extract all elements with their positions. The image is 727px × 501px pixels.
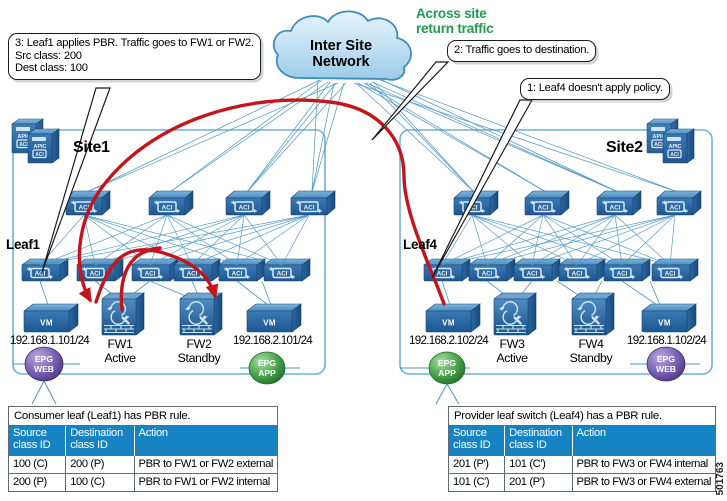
site2-vm-app — [425, 303, 481, 333]
site2-fw3-label: FW3 Active — [486, 337, 538, 365]
site2-title: Site2 — [606, 139, 643, 156]
epg-table-connectors — [31, 380, 460, 405]
site2-leaf-label: Leaf4 — [403, 237, 437, 252]
cloud-label-line-2: Network — [312, 54, 370, 70]
consumer-r1-source: 100 (C) — [9, 454, 67, 474]
figure-document-number: 501763 — [715, 461, 726, 495]
callout-step-2: 2: Traffic goes to destination. — [447, 40, 597, 62]
callout-step-2-line-1: 2: Traffic goes to destination. — [454, 44, 590, 56]
epg-markers — [13, 346, 700, 385]
table-row: 101 (C') 201 (P') PBR to FW3 or FW4 exte… — [449, 472, 715, 491]
site1-epg-web-label: EPG WEB — [28, 354, 60, 374]
site1-fw1-label: FW1 Active — [94, 337, 146, 365]
consumer-col-source: Source class ID — [9, 426, 67, 456]
consumer-r2-action: PBR to FW1 or FW2 internal — [134, 472, 277, 491]
consumer-r1-action: PBR to FW1 or FW2 external — [134, 454, 277, 474]
site1-vm-app-ip: 192.168.2.101/24 — [233, 334, 313, 347]
table-row: 200 (P) 100 (C) PBR to FW1 or FW2 intern… — [9, 472, 277, 491]
site1-fw2-name: FW2 — [186, 337, 212, 351]
site2-fw4-name: FW4 — [578, 337, 604, 351]
site1-fabric-mesh — [39, 214, 310, 266]
site1-vm-web — [23, 303, 79, 333]
site1-fw1-state: Active — [104, 350, 136, 365]
callout-step-1-line-1: 1: Leaf4 doesn't apply policy. — [527, 82, 663, 94]
site2-vm-app-ip: 192.168.2.102/24 — [409, 334, 489, 347]
site2-fw4-label: FW4 Standby — [561, 337, 621, 365]
site2-vm-web — [641, 303, 697, 333]
site2-fw4-state: Standby — [569, 350, 613, 365]
provider-r1-source: 201 (P') — [449, 454, 506, 474]
consumer-col-action: Action — [134, 426, 277, 456]
consumer-r2-source: 200 (P) — [9, 472, 67, 491]
site1-epg-app-line2: APP — [258, 368, 276, 378]
annotation-line-1: Across site — [416, 6, 487, 21]
site2-fw3 — [492, 291, 538, 337]
provider-r2-action: PBR to FW3 or FW4 external — [572, 472, 715, 491]
site1-epg-app-label: EPG APP — [252, 358, 282, 378]
callout-step-3-line-3: Dest class: 100 — [15, 62, 88, 75]
provider-r1-action: PBR to FW3 or FW4 internal — [572, 454, 715, 474]
provider-col-destination: Destination class ID — [504, 426, 573, 456]
provider-pbr-table-caption: Provider leaf switch (Leaf4) has a PBR r… — [449, 407, 715, 426]
callout-leaders — [41, 61, 534, 279]
site1-fw2-label: FW2 Standby — [169, 337, 229, 365]
provider-col-action: Action — [572, 426, 715, 456]
site1-epg-app-line1: EPG — [257, 358, 277, 368]
site2-fw3-state: Active — [496, 350, 528, 365]
site1-vm-app — [246, 303, 302, 333]
site1-title: Site1 — [73, 139, 110, 156]
site1-vm-web-ip: 192.168.1.101/24 — [10, 334, 90, 347]
consumer-r1-destination: 200 (P) — [65, 454, 135, 474]
site1-fw1-name: FW1 — [107, 337, 133, 351]
return-traffic-path — [77, 98, 446, 312]
provider-r2-destination: 201 (P') — [504, 472, 573, 491]
table-row: 201 (P') 101 (C') PBR to FW3 or FW4 inte… — [449, 454, 715, 474]
consumer-pbr-table: Consumer leaf (Leaf1) has PBR rule. Sour… — [8, 406, 278, 492]
site2-epg-app-line2: APP — [438, 368, 456, 378]
callout-step-3-line-2: Src class: 200 — [15, 49, 82, 62]
site2-fw4 — [570, 291, 616, 337]
annotation-line-2: return traffic — [416, 21, 494, 36]
provider-col-source: Source class ID — [449, 426, 506, 456]
consumer-col-destination: Destination class ID — [65, 426, 135, 456]
inter-site-cloud-shape — [272, 10, 412, 81]
site1-fw2 — [178, 291, 224, 337]
site2-epg-web-label: EPG WEB — [650, 354, 682, 374]
across-site-return-traffic-label: Across site return traffic — [416, 6, 494, 36]
consumer-pbr-table-header-row: Source class ID Destination class ID Act… — [9, 426, 277, 456]
site1-epg-web-line2: WEB — [33, 364, 55, 374]
site2-fabric-mesh — [441, 214, 676, 266]
consumer-r2-destination: 100 (C) — [65, 472, 135, 491]
provider-pbr-table-header-row: Source class ID Destination class ID Act… — [449, 426, 715, 456]
site1-epg-web-line1: EPG — [34, 354, 54, 364]
provider-r2-source: 101 (C') — [449, 472, 506, 491]
site2-epg-web-line2: WEB — [655, 364, 677, 374]
site1-leaf-label: Leaf1 — [6, 237, 40, 252]
site2-fw3-name: FW3 — [499, 337, 525, 351]
table-row: 100 (C) 200 (P) PBR to FW1 or FW2 extern… — [9, 454, 277, 474]
callout-step-1: 1: Leaf4 doesn't apply policy. — [520, 78, 670, 100]
provider-pbr-table: Provider leaf switch (Leaf4) has a PBR r… — [448, 406, 716, 492]
consumer-pbr-table-caption: Consumer leaf (Leaf1) has PBR rule. — [9, 407, 277, 426]
provider-r1-destination: 101 (C') — [504, 454, 573, 474]
callout-step-3-line-1: 3: Leaf1 applies PBR. Traffic goes to FW… — [15, 37, 254, 49]
site2-epg-app-line1: EPG — [437, 358, 457, 368]
callout-step-3: 3: Leaf1 applies PBR. Traffic goes to FW… — [8, 33, 261, 80]
site2-epg-app-label: EPG APP — [432, 358, 462, 378]
site1-fw2-state: Standby — [177, 350, 221, 365]
cloud-label-line-1: Inter Site — [309, 38, 373, 54]
site2-vm-web-ip: 192.168.1.102/24 — [627, 334, 707, 347]
site2-epg-web-line1: EPG — [656, 354, 676, 364]
cloud-label: Inter Site Network — [281, 38, 401, 70]
